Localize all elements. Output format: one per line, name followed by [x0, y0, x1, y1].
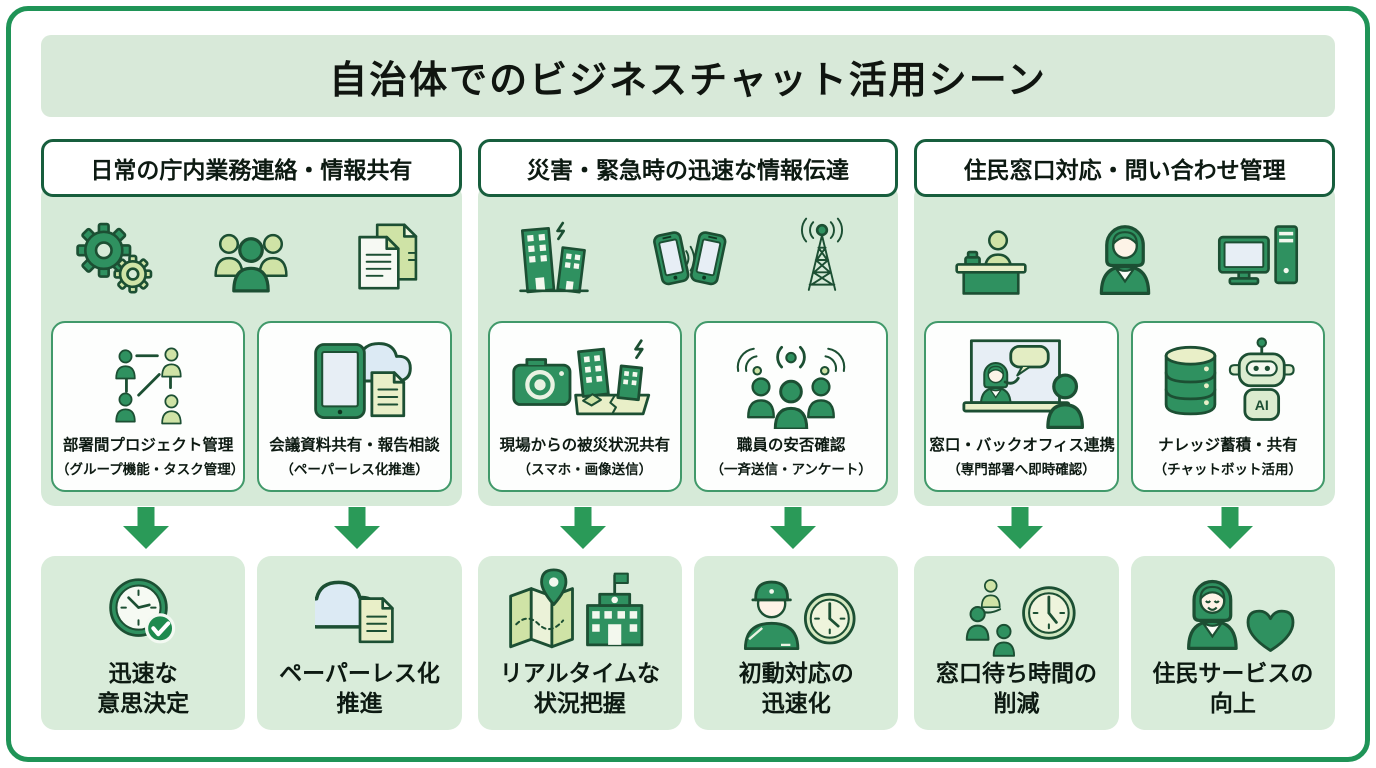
card-subtitle: （グループ機能・タスク管理） [56, 462, 245, 477]
arrow-cell [41, 506, 251, 554]
card-title: 窓口・バックオフィス連携 [929, 437, 1116, 454]
arrow-cell [478, 506, 688, 554]
result-box: リアルタイムな状況把握 [477, 556, 683, 730]
usecase-column: 住民窓口対応・問い合わせ管理 窓口・バックオフィス連携 （専門部署へ即時確認） AI… [914, 139, 1336, 730]
result-label-line: 窓口待ち時間の [936, 660, 1098, 686]
damaged-building-icon [510, 216, 598, 304]
arrow-row [478, 506, 899, 554]
arrow-cell [1125, 506, 1335, 554]
card-title: 職員の安否確認 [736, 437, 846, 454]
result-box: 初動対応の迅速化 [694, 556, 899, 730]
usecase-column: 災害・緊急時の迅速な情報伝達現場からの被災状況共有 （スマホ・画像送信） 職員の安否… [477, 139, 899, 730]
result-label-line: 迅速化 [761, 690, 831, 716]
usecase-columns: 日常の庁内業務連絡・情報共有部署間プロジェクト管理 （グループ機能・タスク管理） 会… [41, 139, 1336, 730]
down-arrow-icon [996, 506, 1043, 554]
scenario-panel: 現場からの被災状況共有 （スマホ・画像送信） 職員の安否確認 （一斉送信・アンケート） [477, 183, 899, 506]
result-row: 迅速な意思決定ペーパーレス化推進 [41, 556, 462, 730]
down-arrow-icon [770, 506, 817, 554]
column-header: 住民窓口対応・問い合わせ管理 [914, 139, 1336, 197]
arrow-row [914, 506, 1335, 554]
usecase-card: AI ナレッジ蓄積・共有 （チャットボット活用） [1130, 321, 1326, 492]
result-row: リアルタイムな状況把握初動対応の迅速化 [477, 556, 899, 730]
result-label-line: リアルタイムな [499, 660, 660, 686]
counter-chat-icon [929, 331, 1113, 433]
result-box: 住民サービスの向上 [1130, 556, 1336, 730]
card-title: ナレッジ蓄積・共有 [1158, 437, 1298, 454]
card-subtitle: （ペーパーレス化推進） [280, 462, 429, 477]
result-box: ペーパーレス化推進 [257, 556, 462, 730]
scenario-panel: 部署間プロジェクト管理 （グループ機能・タスク管理） 会議資料共有・報告相談 （ペーパ… [41, 183, 462, 506]
card-title: 現場からの被災状況共有 [499, 437, 671, 454]
result-label-line: 推進 [336, 690, 383, 716]
top-icon-row [51, 207, 452, 313]
card-title: 部署間プロジェクト管理 [62, 437, 234, 454]
result-label-line: 初動対応の [738, 660, 854, 686]
result-row: 窓口待ち時間の削減 住民サービスの向上 [914, 556, 1336, 730]
card-subtitle: （スマホ・画像送信） [517, 462, 653, 477]
clock-check-icon [44, 568, 242, 658]
column-header: 日常の庁内業務連絡・情報共有 [41, 139, 462, 197]
top-icon-row [488, 207, 889, 313]
card-row: 部署間プロジェクト管理 （グループ機能・タスク管理） 会議資料共有・報告相談 （ペーパ… [51, 321, 452, 492]
result-box: 窓口待ち時間の削減 [914, 556, 1119, 730]
result-label-line: 削減 [993, 690, 1040, 716]
resident-heart-icon [1134, 568, 1332, 658]
result-label-line: 迅速な [108, 660, 178, 686]
radio-tower-icon [778, 216, 866, 304]
result-label-line: 状況把握 [533, 690, 626, 716]
down-arrow-icon [1206, 506, 1253, 554]
card-subtitle: （一斉送信・アンケート） [710, 462, 872, 477]
usecase-card: 現場からの被災状況共有 （スマホ・画像送信） [487, 321, 683, 492]
gears-icon [73, 216, 161, 304]
column-header: 災害・緊急時の迅速な情報伝達 [477, 139, 899, 197]
result-label-line: ペーパーレス化 [279, 660, 440, 686]
usecase-card: 会議資料共有・報告相談 （ペーパーレス化推進） [257, 321, 452, 492]
smartphones-icon [642, 216, 734, 304]
svg-text:AI: AI [1255, 397, 1269, 413]
cloud-document-icon [260, 568, 458, 658]
down-arrow-icon [333, 506, 380, 554]
usecase-card: 部署間プロジェクト管理 （グループ機能・タスク管理） [51, 321, 246, 492]
result-label-line: 意思決定 [97, 690, 190, 716]
top-icon-row [924, 207, 1325, 313]
queue-clock-icon [917, 568, 1115, 658]
arrow-row [41, 506, 462, 554]
card-subtitle: （チャットボット活用） [1153, 462, 1303, 477]
result-label-line: 向上 [1209, 690, 1256, 716]
arrow-cell [251, 506, 461, 554]
card-row: 窓口・バックオフィス連携 （専門部署へ即時確認） AI ナレッジ蓄積・共有 （チャットボ… [924, 321, 1326, 492]
down-arrow-icon [123, 506, 170, 554]
card-row: 現場からの被災状況共有 （スマホ・画像送信） 職員の安否確認 （一斉送信・アンケート） [487, 321, 889, 492]
documents-icon [342, 216, 430, 304]
group-broadcast-icon [699, 331, 883, 433]
reception-desk-icon [945, 216, 1037, 304]
camera-disaster-icon [493, 331, 677, 433]
infographic-frame: 自治体でのビジネスチャット活用シーン 日常の庁内業務連絡・情報共有部署間プロジェ… [6, 6, 1370, 762]
usecase-card: 窓口・バックオフィス連携 （専門部署へ即時確認） [924, 321, 1119, 492]
arrow-cell [914, 506, 1124, 554]
computer-icon [1212, 216, 1304, 304]
map-building-icon [481, 568, 679, 658]
scenario-panel: 窓口・バックオフィス連携 （専門部署へ即時確認） AI ナレッジ蓄積・共有 （チャットボ… [914, 183, 1336, 506]
page-title: 自治体でのビジネスチャット活用シーン [41, 35, 1335, 117]
responder-clock-icon [697, 568, 895, 658]
businesswoman-icon [1079, 216, 1171, 304]
card-subtitle: （専門部署へ即時確認） [947, 462, 1096, 477]
usecase-card: 職員の安否確認 （一斉送信・アンケート） [694, 321, 889, 492]
people-group-icon [205, 216, 297, 304]
people-network-icon [56, 331, 240, 433]
usecase-column: 日常の庁内業務連絡・情報共有部署間プロジェクト管理 （グループ機能・タスク管理） 会… [41, 139, 462, 730]
card-title: 会議資料共有・報告相談 [269, 437, 440, 454]
tablet-cloud-icon [262, 331, 446, 433]
database-robot-icon: AI [1136, 331, 1320, 433]
result-label-line: 住民サービスの [1152, 660, 1314, 686]
down-arrow-icon [559, 506, 606, 554]
result-box: 迅速な意思決定 [41, 556, 246, 730]
arrow-cell [688, 506, 898, 554]
